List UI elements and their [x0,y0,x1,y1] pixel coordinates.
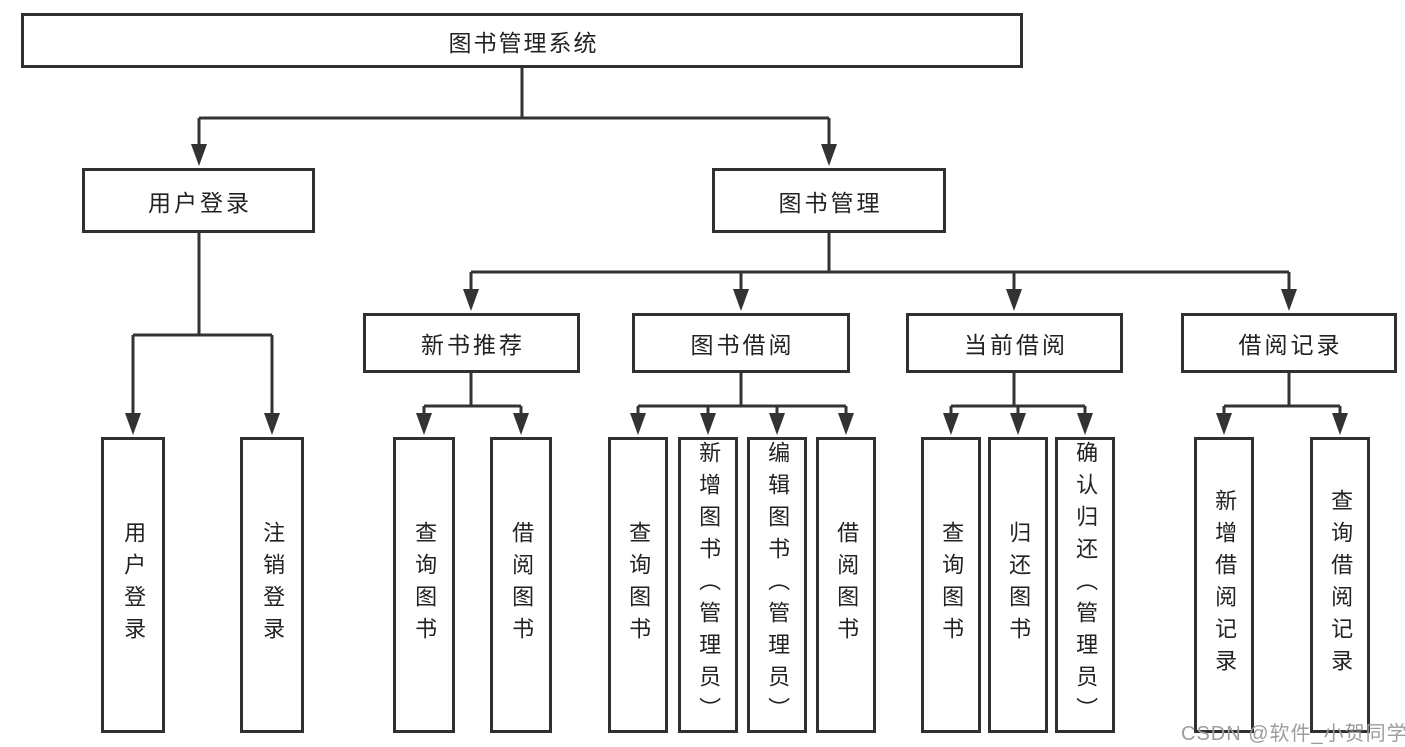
node-borrowing-records: 借阅记录 [1181,313,1397,373]
connector-records-to-leaves [1222,373,1342,417]
arrowhead-down-icon [1332,413,1348,435]
arrowhead-down-icon [700,413,716,435]
arrowhead-down-icon [416,413,432,435]
leaf-label: 新增图书（管理员） [696,441,722,729]
arrowhead-down-icon [1006,289,1022,311]
csdn-watermark: CSDN @软件_小贺同学 [1181,723,1405,745]
connector-current-to-leaves [949,373,1087,417]
leaf-label: 归还图书 [1006,521,1032,649]
leaf-add-book-admin: 新增图书（管理员） [678,437,738,733]
node-root: 图书管理系统 [21,13,1023,68]
connector-root-to-level2 [197,68,831,148]
leaf-label: 查询图书 [626,521,652,649]
node-book-management: 图书管理 [712,168,946,233]
leaf-label: 借阅图书 [834,521,860,649]
leaf-label: 编辑图书（管理员） [765,441,791,729]
leaf-label: 查询图书 [412,521,438,649]
arrowhead-down-icon [733,289,749,311]
arrowhead-down-icon [264,413,280,435]
arrowhead-down-icon [769,413,785,435]
arrowhead-down-icon [1010,413,1026,435]
leaf-query-books-3: 查询图书 [921,437,981,733]
leaf-confirm-return-admin: 确认归还（管理员） [1055,437,1115,733]
arrowhead-down-icon [838,413,854,435]
leaf-borrow-books-2: 借阅图书 [816,437,876,733]
connector-bookmgmt-to-level3 [469,233,1291,293]
arrowheads [125,144,1348,435]
leaf-label: 确认归还（管理员） [1073,441,1099,729]
arrowhead-down-icon [513,413,529,435]
leaf-add-borrow-record: 新增借阅记录 [1194,437,1254,733]
leaf-label: 注销登录 [260,521,286,649]
arrowhead-down-icon [463,289,479,311]
arrowhead-down-icon [821,144,837,166]
arrowhead-down-icon [1281,289,1297,311]
arrowhead-down-icon [125,413,141,435]
node-current-borrowing: 当前借阅 [906,313,1123,373]
arrowhead-down-icon [1216,413,1232,435]
node-new-book-recommend: 新书推荐 [363,313,580,373]
leaf-label: 查询借阅记录 [1328,489,1354,681]
leaf-label: 用户登录 [121,521,147,649]
leaf-label: 借阅图书 [509,521,535,649]
node-user-login: 用户登录 [82,168,315,233]
arrowhead-down-icon [1077,413,1093,435]
connector-newbook-to-leaves [422,373,523,417]
node-book-borrowing: 图书借阅 [632,313,850,373]
leaf-label: 新增借阅记录 [1212,489,1238,681]
leaf-label: 查询图书 [939,521,965,649]
leaf-user-login: 用户登录 [101,437,165,733]
arrowhead-down-icon [943,413,959,435]
arrowhead-down-icon [191,144,207,166]
leaf-edit-book-admin: 编辑图书（管理员） [747,437,807,733]
leaf-logout: 注销登录 [240,437,304,733]
leaf-query-books-2: 查询图书 [608,437,668,733]
arrowhead-down-icon [630,413,646,435]
leaf-query-books-1: 查询图书 [393,437,455,733]
leaf-borrow-books-1: 借阅图书 [490,437,552,733]
connector-userlogin-to-leaves [131,233,274,417]
leaf-return-books: 归还图书 [988,437,1048,733]
leaf-query-borrow-record: 查询借阅记录 [1310,437,1370,733]
connector-borrowing-to-leaves [636,373,848,417]
